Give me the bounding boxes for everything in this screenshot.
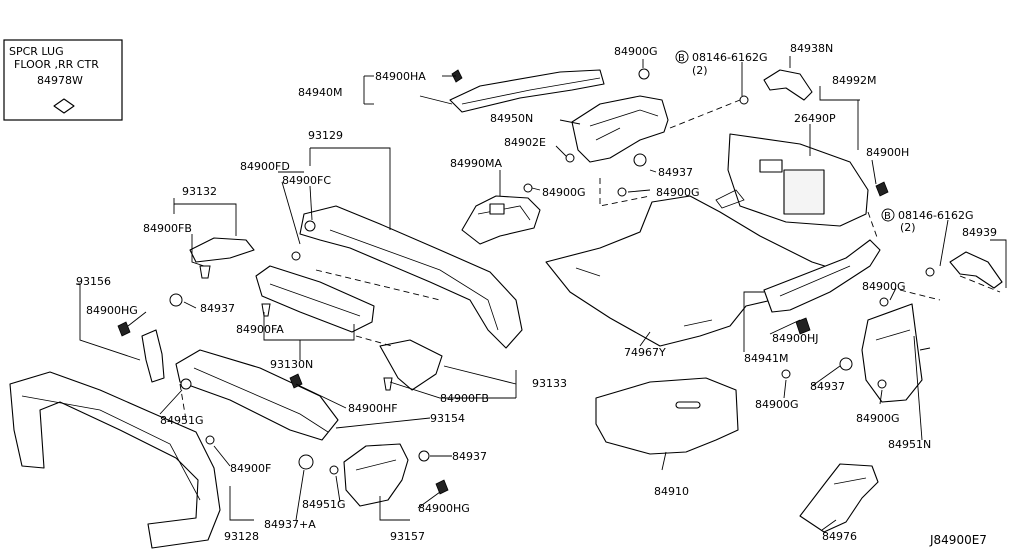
label-93132: 93132 <box>182 185 217 198</box>
clip-84937-mid-icon <box>633 153 647 167</box>
bolt-callout-a: B 08146-6162G (2) <box>675 50 767 77</box>
inset-line1: SPCR LUG <box>9 45 64 58</box>
part-84941M-rear-trim <box>763 239 881 335</box>
label-84900HG-b: 84900HG <box>418 502 470 515</box>
label-84900FB-a: 84900FB <box>143 222 192 235</box>
label-84990MA: 84990MA <box>450 157 502 170</box>
label-84900HA: 84900HA <box>375 70 426 83</box>
phantom-lines <box>179 99 1001 421</box>
label-84900G-r2: 84900G <box>755 398 799 411</box>
label-84900F: 84900F <box>230 462 271 475</box>
label-93128: 93128 <box>224 530 259 543</box>
label-84992M: 84992M <box>832 74 876 87</box>
part-93128-side-trim <box>9 371 314 549</box>
clip-84900F-icon <box>205 435 215 445</box>
label-84900FA: 84900FA <box>236 323 284 336</box>
label-26490P: 26490P <box>794 112 836 125</box>
label-84902E: 84902E <box>504 136 546 149</box>
label-84939: 84939 <box>962 226 997 239</box>
clip-84937A-icon <box>298 454 314 470</box>
clip-84900G-r3-icon <box>877 379 887 389</box>
clip-84937-a-icon <box>169 293 183 307</box>
label-93133: 93133 <box>532 377 567 390</box>
part-84990MA-bracket <box>461 195 541 245</box>
part-84992M-rear-panel <box>715 133 869 227</box>
part-84939-bracket <box>879 251 1003 307</box>
label-84900HG-a: 84900HG <box>86 304 138 317</box>
part-93132-cover <box>189 237 255 279</box>
part-93156-pillar-trim <box>117 293 183 383</box>
spacer-lug-shape <box>53 98 75 114</box>
part-93157-side-trim <box>329 443 449 507</box>
part-84940M-upper-rail <box>449 69 605 113</box>
label-84937-r: 84937 <box>810 380 845 393</box>
label-84900HF: 84900HF <box>348 402 398 415</box>
label-84950N: 84950N <box>490 112 533 125</box>
part-93129-parcel-shelf <box>291 205 523 349</box>
part-84950N-side-panel <box>571 95 669 167</box>
label-84900G-mid1: 84900G <box>542 186 586 199</box>
label-84937-b: 84937 <box>452 450 487 463</box>
diagram-id: J84900E7 <box>929 533 987 547</box>
label-93129: 93129 <box>308 129 343 142</box>
label-84900G-r1: 84900G <box>862 280 906 293</box>
label-84940M: 84940M <box>298 86 342 99</box>
inset-box: SPCR LUG FLOOR ,RR CTR 84978W <box>3 39 123 121</box>
part-84910-mat <box>595 377 739 455</box>
clip-84937-r-icon <box>839 357 853 371</box>
label-84937-mid: 84937 <box>658 166 693 179</box>
label-84937A: 84937+A <box>264 518 316 531</box>
label-93130N: 93130N <box>270 358 313 371</box>
bolt-a-icon <box>739 95 749 105</box>
clip-84900G-r2-icon <box>781 369 791 379</box>
label-84951G-b: 84951G <box>302 498 346 511</box>
bolt-callout-b: B 08146-6162G (2) <box>881 208 973 234</box>
label-84900FB-b: 84900FB <box>440 392 489 405</box>
label-84941M: 84941M <box>744 352 788 365</box>
label-84900G-mid2: 84900G <box>656 186 700 199</box>
leader-lines <box>76 56 1007 531</box>
part-labels: 84900HA 84940M 84900G 84938N 84992M 8495… <box>76 42 997 547</box>
clip-84951G-b-icon <box>329 465 339 475</box>
label-84976: 84976 <box>822 530 857 543</box>
label-84900H: 84900H <box>866 146 909 159</box>
small-hardware <box>523 68 889 197</box>
label-93157: 93157 <box>390 530 425 543</box>
part-84976-duct <box>799 463 879 533</box>
part-93130N-center-trim <box>255 265 375 333</box>
part-93133-corner-trim <box>379 339 443 391</box>
label-84900FD: 84900FD <box>240 160 290 173</box>
label-74967Y: 74967Y <box>624 346 666 359</box>
bolt-a-part: 08146-6162G <box>692 51 767 64</box>
part-84938N-bracket <box>739 69 813 105</box>
clip-84951G-a-icon <box>180 378 192 390</box>
clip-84900FD-icon <box>291 251 301 261</box>
bolt-b-icon <box>925 267 935 277</box>
label-93154: 93154 <box>430 412 465 425</box>
label-84900G-r3: 84900G <box>856 412 900 425</box>
clip-84937-b-icon <box>418 450 430 462</box>
part-84951N-side-trim <box>781 303 923 403</box>
part-93154-rail-trim <box>175 349 339 441</box>
bolt-b-qty: (2) <box>900 221 916 234</box>
bolt-a-symbol: B <box>678 53 685 64</box>
label-84937-a: 84937 <box>200 302 235 315</box>
clip-84900G-r1-icon <box>879 297 889 307</box>
label-84938N: 84938N <box>790 42 833 55</box>
bolt-b-part: 08146-6162G <box>898 209 973 222</box>
inset-line2: FLOOR ,RR CTR <box>14 58 99 71</box>
bolt-b-symbol: B <box>884 211 891 222</box>
inset-part: 84978W <box>37 74 83 87</box>
label-84900FC: 84900FC <box>282 174 331 187</box>
label-84951N: 84951N <box>888 438 931 451</box>
bolt-a-qty: (2) <box>692 64 708 77</box>
label-93156: 93156 <box>76 275 111 288</box>
label-84900G-top: 84900G <box>614 45 658 58</box>
label-84900HJ: 84900HJ <box>772 332 819 345</box>
label-84951G-a: 84951G <box>160 414 204 427</box>
clip-84900FC-icon <box>304 220 316 232</box>
label-84910: 84910 <box>654 485 689 498</box>
